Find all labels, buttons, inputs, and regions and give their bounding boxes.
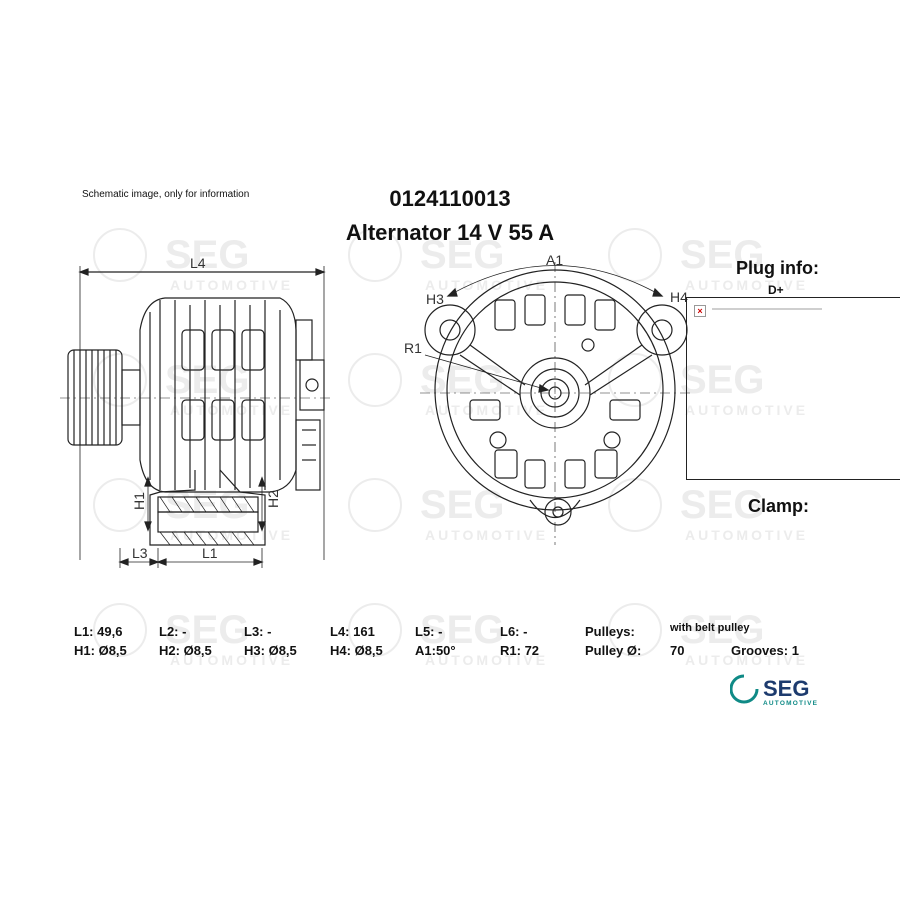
svg-text:AUTOMOTIVE: AUTOMOTIVE: [425, 402, 548, 418]
arrow: [315, 268, 326, 276]
svg-text:SEG: SEG: [420, 483, 504, 527]
spec-l5: L5: -: [415, 624, 443, 639]
spec-l2: L2: -: [159, 624, 187, 639]
svg-text:AUTOMOTIVE: AUTOMOTIVE: [170, 402, 293, 418]
svg-text:SEG: SEG: [420, 608, 504, 652]
spec-h4: H4: Ø8,5: [330, 643, 383, 658]
logo-sub: AUTOMOTIVE: [763, 700, 818, 707]
svg-text:AUTOMOTIVE: AUTOMOTIVE: [685, 527, 808, 543]
svg-text:AUTOMOTIVE: AUTOMOTIVE: [170, 277, 293, 293]
svg-text:AUTOMOTIVE: AUTOMOTIVE: [425, 527, 548, 543]
front-view: [420, 262, 690, 545]
clamp-title: Clamp:: [748, 496, 810, 516]
svg-text:SEG: SEG: [165, 233, 249, 277]
spec-h3: H3: Ø8,5: [244, 643, 297, 658]
spec-h1: H1: Ø8,5: [74, 643, 127, 658]
svg-text:AUTOMOTIVE: AUTOMOTIVE: [685, 277, 808, 293]
svg-text:AUTOMOTIVE: AUTOMOTIVE: [685, 402, 808, 418]
label-h2: H2: [265, 490, 281, 508]
spec-r1: R1: 72: [500, 643, 540, 658]
watermark-tile: SEG AUTOMOTIVE: [608, 603, 808, 668]
label-l3: L3: [132, 545, 148, 561]
plug-info-title: Plug info:: [736, 258, 819, 278]
plug-image-caption-placeholder: [712, 308, 822, 310]
watermark-tile: SEG AUTOMOTIVE: [93, 603, 293, 668]
label-h1: H1: [131, 492, 147, 510]
svg-text:SEG: SEG: [680, 608, 764, 652]
logo-ring-icon: [730, 674, 759, 704]
label-h4: H4: [670, 289, 688, 305]
product-description: Alternator 14 V 55 A: [345, 220, 555, 245]
watermark-tile: SEG AUTOMOTIVE: [608, 228, 808, 293]
spec-l4: L4: 161: [330, 624, 375, 639]
watermark-tile: SEG AUTOMOTIVE: [608, 353, 808, 418]
broken-image-icon: ×: [694, 305, 706, 317]
spec-pulley-diameter-label: Pulley Ø:: [585, 643, 642, 658]
spec-l1: L1: 49,6: [74, 624, 123, 639]
svg-text:SEG: SEG: [680, 483, 764, 527]
plug-name: D+: [768, 283, 784, 297]
schematic-note: Schematic image, only for information: [82, 189, 250, 200]
label-a1: A1: [546, 252, 563, 268]
label-l1: L1: [202, 545, 218, 561]
spec-h2: H2: Ø8,5: [159, 643, 212, 658]
arrow: [78, 268, 89, 276]
svg-text:SEG: SEG: [680, 233, 764, 277]
seg-automotive-logo: SEG AUTOMOTIVE: [730, 674, 818, 707]
plug-image-frame: [686, 297, 900, 480]
alternator-housing: [139, 297, 325, 493]
side-view: [60, 266, 330, 568]
watermark-tile: SEG AUTOMOTIVE: [348, 478, 548, 543]
svg-text:AUTOMOTIVE: AUTOMOTIVE: [425, 652, 548, 668]
svg-text:AUTOMOTIVE: AUTOMOTIVE: [170, 527, 293, 543]
part-number: 0124110013: [389, 186, 511, 211]
spec-pulleys-label: Pulleys:: [585, 624, 635, 639]
watermark-tile: SEG AUTOMOTIVE: [348, 603, 548, 668]
watermark-tile: SEG AUTOMOTIVE: [93, 228, 293, 293]
spec-a1: A1:50°: [415, 643, 456, 658]
spec-pulleys-value: with belt pulley: [670, 622, 750, 634]
belt-pulley: [67, 349, 141, 446]
watermark-tile: SEG AUTOMOTIVE: [608, 478, 808, 543]
spec-pulley-diameter-value: 70: [670, 643, 685, 658]
label-h3: H3: [426, 291, 444, 307]
label-l4: L4: [190, 255, 206, 271]
svg-text:SEG: SEG: [680, 358, 764, 402]
svg-text:AUTOMOTIVE: AUTOMOTIVE: [685, 652, 808, 668]
spec-l3: L3: -: [244, 624, 272, 639]
svg-text:AUTOMOTIVE: AUTOMOTIVE: [170, 652, 293, 668]
mounting-foot: [149, 469, 266, 546]
label-r1: R1: [404, 340, 422, 356]
spec-l6: L6: -: [500, 624, 528, 639]
svg-text:SEG: SEG: [420, 233, 504, 277]
svg-text:SEG: SEG: [165, 608, 249, 652]
logo-name: SEG: [763, 676, 809, 701]
spec-grooves: Grooves: 1: [731, 643, 799, 658]
